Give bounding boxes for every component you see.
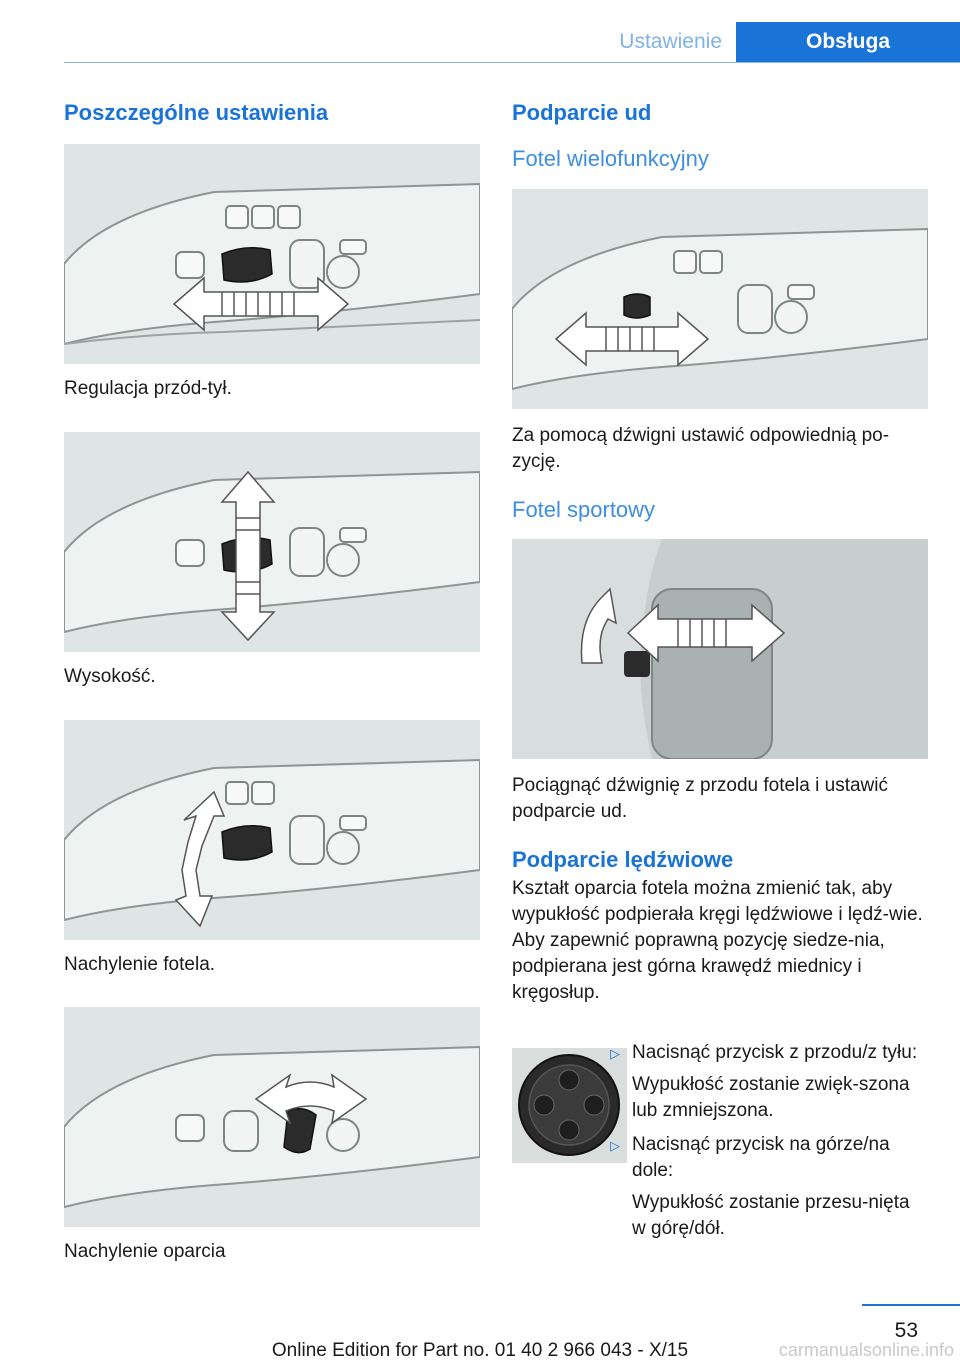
arrow-tilt: [174, 790, 226, 928]
list-item: ▷ Nacisnąć przycisk z przodu/z tyłu:: [610, 1040, 928, 1066]
edition-line: Online Edition for Part no. 01 40 2 966 …: [271, 1340, 689, 1361]
left-column: Poszczególne ustawienia Regulacja przód-…: [64, 100, 480, 1265]
caption-seat-tilt: Nachylenie fotela.: [64, 953, 216, 975]
text-sport-seat: Pociągnąć dźwignię z przodu fotela i ust…: [512, 775, 888, 823]
list-item-action: Nacisnąć przycisk z przodu/z tyłu:: [632, 1042, 918, 1063]
arrow-backrest: [254, 1073, 368, 1126]
multifunction-seat-illustration: [512, 188, 928, 409]
section-title-thigh-support: Podparcie ud: [512, 100, 652, 125]
arrow-rotate: [580, 587, 617, 664]
figure-block-seat-tilt: Nachylenie fotela.: [64, 719, 480, 978]
caption-fore-aft: Regulacja przód-tył.: [64, 378, 232, 400]
arrow-vertical: [220, 470, 276, 642]
list-item-action: Nacisnąć przycisk na górze/na dole:: [632, 1134, 890, 1182]
heading-lumbar-support: Podparcie lędźwiowe: [512, 847, 734, 873]
triangle-marker-icon: ▷: [610, 1046, 620, 1061]
figure-block-height: Wysokość.: [64, 432, 480, 690]
lumbar-knob-illustration: [512, 1048, 627, 1163]
arrow-horizontal: [172, 276, 350, 333]
watermark: carmanualsonline.info: [778, 1340, 954, 1360]
lumbar-instructions-list: ▷ Nacisnąć przycisk z przodu/z tyłu: Wyp…: [610, 1040, 928, 1242]
right-column: Podparcie ud Fotel wielofunkcyjny Za pom…: [512, 100, 928, 1006]
arrow-horizontal: [554, 311, 710, 367]
header-section-label: Ustawienie: [619, 30, 722, 53]
seat-controls-backrest-illustration: [64, 1007, 480, 1228]
heading-sport-seat: Fotel sportowy: [512, 496, 656, 522]
list-item-result: Wypukłość zostanie przesu-nięta w górę/d…: [632, 1192, 910, 1240]
figure-block-backrest: Nachylenie oparcia: [64, 1007, 480, 1265]
list-item: ▷ Nacisnąć przycisk na górze/na dole:: [610, 1132, 928, 1184]
sport-seat-illustration: [512, 539, 928, 760]
seat-controls-fore-aft-illustration: [64, 144, 480, 365]
header-rule: [64, 62, 960, 63]
seat-controls-tilt-illustration: [64, 719, 480, 940]
triangle-marker-icon: ▷: [610, 1138, 620, 1154]
page-number: 53: [894, 1319, 918, 1342]
seat-controls-height-illustration: [64, 432, 480, 653]
header-tab: Obsługa: [736, 22, 960, 62]
caption-backrest: Nachylenie oparcia: [64, 1241, 226, 1263]
text-multifunction-seat: Za pomocą dźwigni ustawić odpowiednią po…: [512, 424, 890, 472]
heading-multifunction-seat: Fotel wielofunkcyjny: [512, 146, 709, 172]
figure-block-fore-aft: Regulacja przód-tył.: [64, 144, 480, 402]
footer-rule: [862, 1304, 960, 1306]
arrow-horizontal: [626, 603, 786, 663]
section-title-individual-settings: Poszczególne ustawienia: [64, 100, 329, 125]
text-lumbar-support: Kształt oparcia fotela można zmienić tak…: [512, 877, 923, 1003]
list-item-result: Wypukłość zostanie zwięk-szona lub zmnie…: [632, 1074, 910, 1122]
caption-height: Wysokość.: [64, 666, 156, 688]
